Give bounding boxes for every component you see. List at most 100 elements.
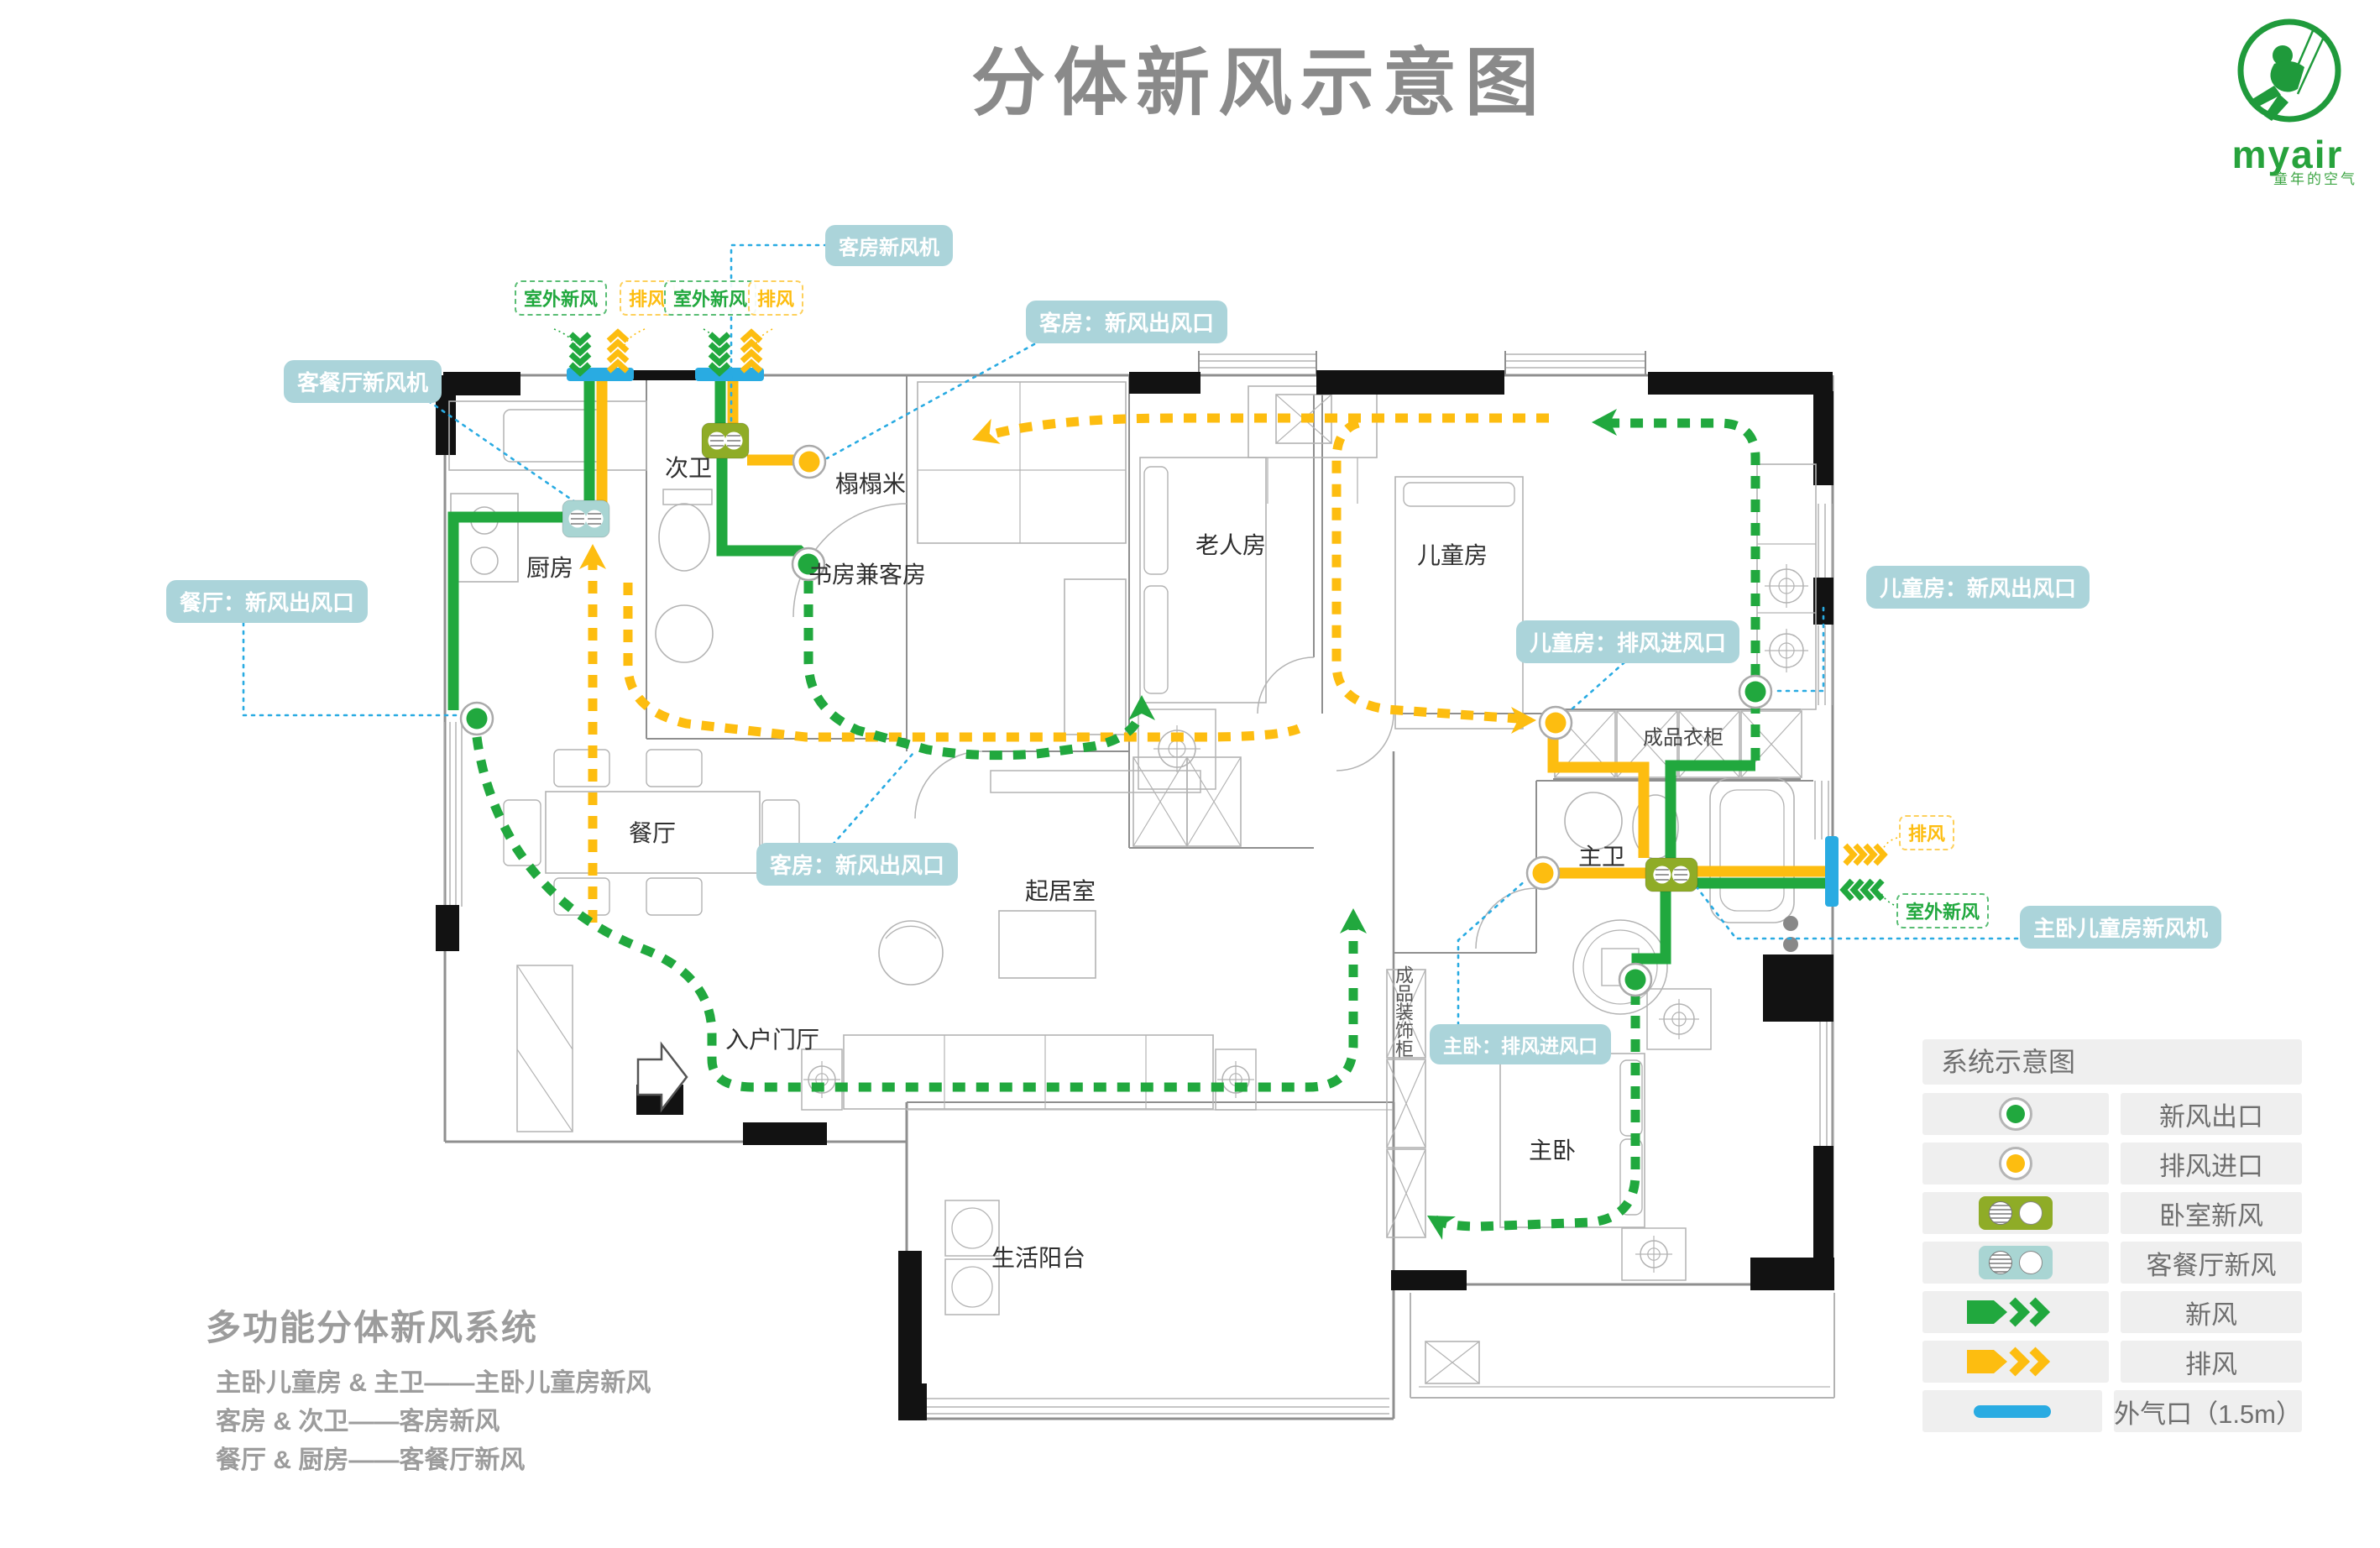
- label-child-outlet: 儿童房：新风出风口: [1866, 566, 2090, 609]
- system-line-1: 主卧儿童房 & 主卫——主卧儿童房新风: [216, 1369, 651, 1397]
- shower: [1572, 919, 1668, 1015]
- leader-guest-outlet-mid: [831, 751, 915, 846]
- pipe-fresh: [716, 457, 810, 562]
- pillow: [1143, 466, 1169, 575]
- wall-black: [1316, 370, 1504, 395]
- exhaust-inlet-icon: [1922, 1143, 2109, 1185]
- chevrons-fresh-in: [708, 332, 731, 347]
- chevrons-exhaust-out: [1843, 843, 1858, 866]
- leader: [1881, 837, 1898, 852]
- chevrons-exhaust-out: [1873, 843, 1888, 866]
- plan-shape: [1132, 756, 1188, 847]
- nightstand: [1646, 988, 1712, 1050]
- chair: [646, 877, 703, 916]
- living-unit-icon: [1922, 1242, 2109, 1284]
- wall-black: [1391, 1270, 1467, 1290]
- system-line-3: 餐厅 & 厨房——客餐厅新风: [216, 1446, 526, 1474]
- legend-panel: 系统示意图 新风出口 排风进口 卧室新风 客餐厅新风 新风 排风: [1922, 1039, 2302, 1440]
- outdoor-vent: [1825, 836, 1839, 907]
- deco-cabinet-box: [1386, 1059, 1426, 1148]
- sofa: [843, 1034, 1214, 1110]
- toilet-tank: [662, 489, 713, 505]
- ac-box: [1425, 1341, 1480, 1384]
- master-child-unit: [1645, 857, 1698, 892]
- system-description: 多功能分体新风系统 主卧儿童房 & 主卫——主卧儿童房新风 客房 & 次卫——客…: [206, 1300, 651, 1480]
- elder-bed: [1139, 457, 1267, 703]
- chevrons-fresh-in: [708, 342, 731, 357]
- wall-black: [898, 1251, 922, 1389]
- label-outdoor-fresh-right: 室外新风: [1896, 893, 1990, 928]
- entry-arrow-icon: [636, 1041, 688, 1113]
- pipe-fresh: [1631, 892, 1671, 970]
- leader-living-unit: [420, 395, 579, 505]
- label-child-intake: 儿童房：排风进风口: [1516, 620, 1740, 663]
- chair: [553, 749, 610, 787]
- pipe-fresh: [1665, 760, 1755, 858]
- child-bed: [1394, 476, 1524, 730]
- wall-black: [1648, 372, 1833, 395]
- nightstand: [1621, 1227, 1687, 1281]
- arrow-exhaust-kitchen: [579, 544, 606, 569]
- label-dining-outlet: 餐厅：新风出风口: [166, 580, 369, 623]
- label-master-child-unit: 主卧儿童房新风机: [2020, 906, 2222, 949]
- arrow-fresh-study: [1128, 695, 1155, 720]
- legend-row-living-unit: 客餐厅新风: [1922, 1242, 2302, 1284]
- fresh-outlet-icon: [1922, 1093, 2109, 1135]
- legend-row-exhaust-inlet: 排风进口: [1922, 1143, 2302, 1185]
- chevrons-exhaust-out: [740, 328, 763, 343]
- label-guest-outlet-top: 客房：新风出风口: [1026, 301, 1228, 343]
- wall-black: [443, 372, 520, 395]
- basin: [655, 604, 714, 663]
- pillow: [1403, 482, 1515, 507]
- room-entry: 入户门厅: [724, 1027, 820, 1053]
- room-living: 起居室: [1024, 878, 1096, 904]
- exhaust-inlet-guest: [798, 451, 820, 473]
- armchair: [878, 920, 944, 986]
- wall-black: [631, 370, 697, 380]
- plan-shape: [1386, 1059, 1426, 1148]
- label-exhaust-mid: 排风: [748, 280, 804, 316]
- shower: [1582, 929, 1658, 1005]
- room-wardrobe: 成品衣柜: [1643, 726, 1724, 750]
- wall-black: [898, 1383, 927, 1420]
- legend-row-outdoor-vent: 外气口（1.5m）: [1922, 1390, 2302, 1432]
- bathtub-inner: [1719, 789, 1785, 912]
- chevrons-fresh-in: [708, 352, 731, 367]
- entry-cabinet: [516, 965, 573, 1132]
- kitchen-counter: [448, 400, 647, 471]
- leader-guest-outlet-top: [825, 343, 1036, 460]
- door-arc-study: [914, 750, 983, 819]
- outdoor-vent-icon: [1922, 1390, 2103, 1432]
- plan-shape: [1778, 642, 1795, 659]
- leader: [703, 328, 721, 352]
- wardrobe-box: [1740, 710, 1802, 778]
- burner: [470, 547, 499, 575]
- room-balcony: 生活阳台: [991, 1245, 1086, 1271]
- plan-shape: [516, 965, 573, 1050]
- flow-exhaust-living: [623, 583, 1301, 742]
- exhaust-inlet-child: [1545, 712, 1567, 734]
- bath1-sink: [1564, 792, 1623, 850]
- chair: [646, 749, 703, 787]
- dining-table: [545, 791, 761, 874]
- chevrons-fresh-in: [568, 352, 592, 367]
- label-outdoor-fresh-mid: 室外新风: [664, 280, 757, 316]
- flow-fresh-child: [1599, 418, 1760, 677]
- washer: [944, 1200, 1000, 1257]
- tv-bench: [990, 770, 1201, 793]
- plan-shape: [516, 1049, 573, 1132]
- bathtub: [1709, 777, 1795, 923]
- room-master: 主卧: [1528, 1137, 1577, 1164]
- wall-black: [743, 1122, 827, 1145]
- chevrons-fresh-in: [568, 342, 592, 357]
- elder-nightstand: [1138, 709, 1216, 790]
- swing-child-icon: [2237, 18, 2341, 123]
- label-living-dining-unit: 客餐厅新风机: [284, 360, 442, 403]
- deco-cabinet-box: [1386, 1148, 1426, 1238]
- room-deco-cabinet: 成品装饰柜: [1393, 965, 1414, 1058]
- plan-shape: [1778, 578, 1795, 594]
- brand-logo: myair 童年的空气: [2208, 12, 2367, 188]
- tatami-platform: [917, 381, 1127, 544]
- room-tatami: 榻榻米: [834, 471, 907, 497]
- chevrons-fresh-in: [1839, 878, 1854, 902]
